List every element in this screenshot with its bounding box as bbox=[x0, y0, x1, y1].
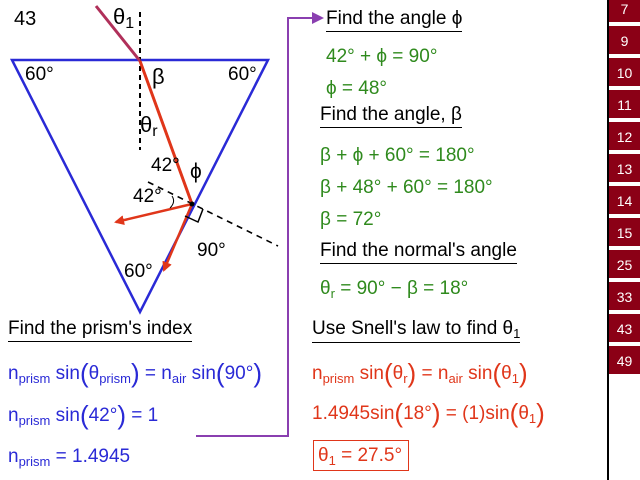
nav-item-14[interactable]: 14 bbox=[609, 186, 640, 216]
beta-eq-2: β + 48° + 60° = 180° bbox=[320, 177, 493, 198]
normal-line-right bbox=[147, 181, 279, 247]
angle-label-top-left: 60° bbox=[25, 64, 54, 85]
sidebar-divider bbox=[607, 0, 609, 480]
prism-heading: Find the prism's index bbox=[8, 318, 193, 342]
angle-arc bbox=[169, 195, 175, 209]
nav-item-11[interactable]: 11 bbox=[609, 90, 640, 120]
beta-eq-3: β = 72° bbox=[320, 209, 382, 230]
phi-eq-1: 42° + ϕ = 90° bbox=[326, 46, 438, 67]
nav-item-9[interactable]: 9 bbox=[609, 26, 640, 56]
angle-label-42-lower: 42° bbox=[133, 186, 162, 207]
beta-heading: Find the angle, β bbox=[320, 104, 462, 128]
normal-heading: Find the normal's angle bbox=[320, 240, 517, 264]
angle-label-top-right: 60° bbox=[228, 64, 257, 85]
angle-label-42-upper: 42° bbox=[151, 155, 180, 176]
incident-ray bbox=[94, 5, 142, 62]
nav-item-13[interactable]: 13 bbox=[609, 154, 640, 184]
phi-heading: Find the angle ϕ bbox=[326, 8, 463, 32]
prism-eq-2: nprism sin(42°) = 1 bbox=[8, 400, 159, 430]
phi-eq-2: ϕ = 48° bbox=[326, 78, 388, 99]
beta-eq-1: β + ϕ + 60° = 180° bbox=[320, 145, 475, 166]
nav-item-7[interactable]: 7 bbox=[609, 0, 640, 24]
theta1-label: θ1 bbox=[113, 4, 135, 32]
nav-item-43[interactable]: 43 bbox=[609, 314, 640, 344]
nav-item-49[interactable]: 49 bbox=[609, 346, 640, 376]
phi-label: ϕ bbox=[190, 160, 202, 183]
incidence-point bbox=[189, 201, 195, 207]
beta-label: β bbox=[152, 64, 165, 89]
snell-heading: Use Snell's law to find θ1 bbox=[312, 318, 521, 343]
nav-item-10[interactable]: 10 bbox=[609, 58, 640, 88]
snell-eq-1: nprism sin(θr) = nair sin(θ1) bbox=[312, 358, 528, 388]
nav-item-15[interactable]: 15 bbox=[609, 218, 640, 248]
prism-eq-1: nprism sin(θprism) = nair sin(90°) bbox=[8, 358, 262, 388]
reflected-ray bbox=[114, 202, 193, 226]
slide-number: 43 bbox=[14, 8, 37, 30]
prism-eq-3: nprism = 1.4945 bbox=[8, 446, 131, 469]
exit-ray bbox=[162, 203, 194, 272]
angle-label-bottom: 60° bbox=[124, 261, 153, 282]
theta-r-label: θr bbox=[140, 112, 158, 140]
connector-arrow bbox=[196, 12, 324, 437]
refracted-ray bbox=[138, 60, 194, 205]
snell-result-box: θ1 = 27.5° bbox=[313, 440, 410, 471]
normal-eq: θr = 90° − β = 18° bbox=[320, 278, 469, 301]
snell-eq-2: 1.4945sin(18°) = (1)sin(θ1) bbox=[312, 398, 545, 428]
right-angle-mark bbox=[184, 208, 204, 224]
nav-item-12[interactable]: 12 bbox=[609, 122, 640, 152]
angle-label-90: 90° bbox=[197, 240, 226, 261]
nav-item-25[interactable]: 25 bbox=[609, 250, 640, 280]
nav-item-33[interactable]: 33 bbox=[609, 282, 640, 312]
